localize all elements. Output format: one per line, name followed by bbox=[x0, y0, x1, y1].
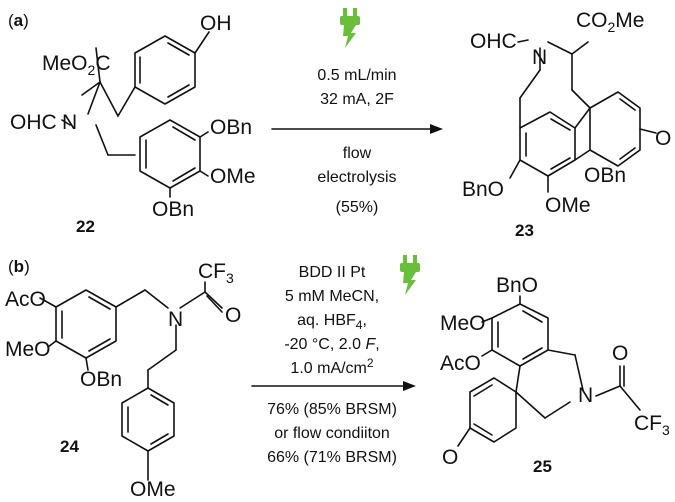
methoxy-group: OMe bbox=[130, 478, 176, 501]
compound-label-23: 23 bbox=[515, 221, 534, 240]
condition-line: electrolysis bbox=[317, 169, 396, 186]
panel-b-label: (b) bbox=[8, 257, 30, 276]
benzyloxy-group: OBn bbox=[152, 198, 194, 221]
condition-line: -20 °C, 2.0 F, bbox=[284, 336, 379, 353]
methoxy-group: MeO bbox=[440, 312, 486, 335]
condition-line: BDD II Pt bbox=[299, 264, 366, 281]
condition-line: 5 mM MeCN, bbox=[285, 288, 379, 305]
condition-line: or flow condiiton bbox=[274, 425, 390, 442]
ketone-oxygen: O bbox=[442, 446, 458, 469]
yield-label: 76% (85% BRSM) bbox=[267, 401, 397, 418]
condition-line: 1.0 mA/cm2 bbox=[290, 356, 373, 377]
panel-a-label: (a) bbox=[8, 11, 29, 30]
nitrogen-atom: N bbox=[168, 308, 183, 331]
formyl-group: OHC bbox=[10, 111, 57, 134]
compound-22-structure bbox=[61, 31, 210, 198]
methoxy-group: OMe bbox=[545, 194, 591, 217]
nitrogen-atom: N bbox=[532, 46, 547, 69]
compound-label-24: 24 bbox=[60, 437, 79, 456]
acetoxy-group: AcO bbox=[5, 288, 46, 311]
methoxy-group: OMe bbox=[210, 165, 256, 188]
yield-label: (55%) bbox=[336, 199, 379, 216]
carbonyl-oxygen: O bbox=[225, 304, 241, 327]
ketone-oxygen: O bbox=[655, 127, 671, 150]
ester-group-co2me: CO2Me bbox=[576, 9, 644, 35]
compound-25-structure bbox=[457, 295, 641, 447]
benzyloxy-group: BnO bbox=[496, 274, 538, 297]
arrow-head bbox=[430, 124, 443, 134]
benzyloxy-group: OBn bbox=[80, 368, 122, 391]
condition-line: aq. HBF4, bbox=[297, 312, 367, 332]
ester-group-meo2c: MeO2C bbox=[42, 52, 110, 78]
condition-line: 0.5 mL/min bbox=[317, 67, 396, 84]
acetoxy-group: AcO bbox=[440, 352, 481, 375]
trifluoromethyl-group: CF3 bbox=[198, 260, 234, 286]
compound-24-structure bbox=[39, 281, 223, 481]
condition-line: flow bbox=[343, 145, 372, 162]
electric-plug-icon bbox=[340, 8, 360, 48]
compound-label-25: 25 bbox=[533, 457, 552, 476]
benzyloxy-group: OBn bbox=[584, 164, 626, 187]
panel-b: (b) CF3 N O AcO M bbox=[5, 255, 670, 501]
compound-label-22: 22 bbox=[76, 217, 95, 236]
panel-a: (a) OH MeO2C OHC N OBn bbox=[8, 8, 671, 240]
benzyloxy-group: BnO bbox=[462, 178, 504, 201]
carbonyl-oxygen: O bbox=[612, 342, 628, 365]
trifluoromethyl-group: CF3 bbox=[634, 412, 670, 438]
formyl-group: OHC bbox=[470, 30, 517, 53]
condition-line: 32 mA, 2F bbox=[320, 91, 394, 108]
yield-label: 66% (71% BRSM) bbox=[267, 449, 397, 466]
benzyloxy-group: OBn bbox=[210, 116, 252, 139]
electric-plug-icon bbox=[400, 255, 420, 295]
hydroxyl-group: OH bbox=[200, 12, 232, 35]
arrow-head bbox=[403, 381, 416, 391]
nitrogen-atom: N bbox=[62, 111, 77, 134]
compound-23-structure bbox=[509, 39, 657, 193]
methoxy-group: MeO bbox=[5, 338, 51, 361]
nitrogen-atom: N bbox=[578, 384, 593, 407]
